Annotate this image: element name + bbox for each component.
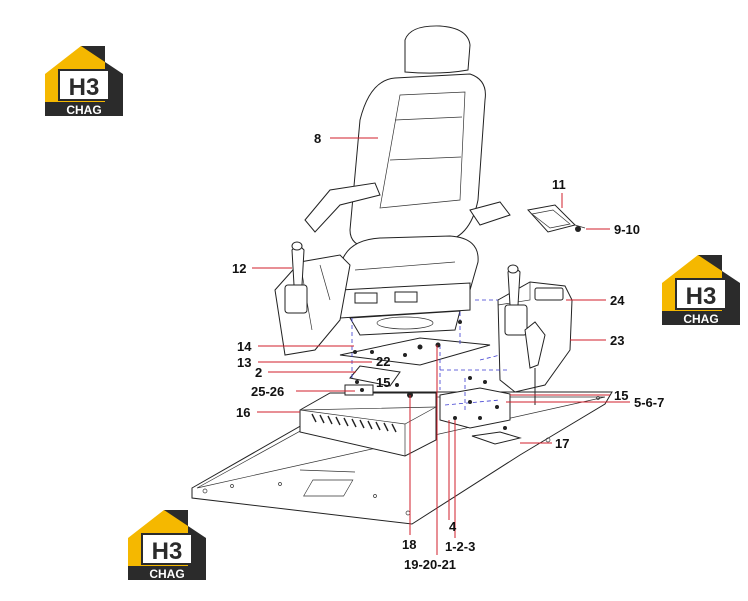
logo-mark: H3 bbox=[686, 283, 717, 310]
logo-right: H3 CHAG bbox=[662, 255, 740, 326]
logo-mark: H3 bbox=[152, 538, 183, 565]
fasteners bbox=[353, 226, 581, 430]
logo-text: CHAG bbox=[683, 312, 718, 326]
part-label-23: 23 bbox=[610, 333, 624, 348]
part-label-14: 14 bbox=[237, 339, 252, 354]
part-label-13: 13 bbox=[237, 355, 251, 370]
part-label-25-26: 25-26 bbox=[251, 384, 284, 399]
mounting-plate bbox=[339, 337, 522, 445]
part-label-11: 11 bbox=[552, 177, 566, 192]
right-control-console bbox=[497, 264, 573, 405]
leader-lines bbox=[252, 137, 630, 555]
part-label-15-left: 15 bbox=[376, 375, 390, 390]
logo-top-left: H3 CHAG bbox=[45, 46, 123, 117]
hidden-lines bbox=[351, 299, 510, 410]
part-label-12: 12 bbox=[232, 261, 246, 276]
part-label-18: 18 bbox=[402, 537, 416, 552]
operator-seat bbox=[304, 25, 511, 336]
logo-bottom-left: H3 CHAG bbox=[128, 510, 206, 581]
part-label-15-right: 15 bbox=[614, 388, 628, 403]
part-label-5-6-7: 5-6-7 bbox=[634, 395, 664, 410]
part-label-17: 17 bbox=[555, 436, 569, 451]
logo-mark: H3 bbox=[69, 74, 100, 101]
left-control-console bbox=[274, 241, 351, 356]
logo-text: CHAG bbox=[149, 567, 184, 581]
part-label-9-10: 9-10 bbox=[614, 222, 640, 237]
part-label-24: 24 bbox=[610, 293, 625, 308]
part-label-8: 8 bbox=[314, 131, 321, 146]
small-bracket-11 bbox=[527, 204, 586, 233]
part-label-1-2-3: 1-2-3 bbox=[445, 539, 475, 554]
logo-text: CHAG bbox=[66, 103, 101, 117]
part-label-22: 22 bbox=[376, 354, 390, 369]
part-label-19-20-21: 19-20-21 bbox=[404, 557, 456, 572]
part-labels: 8 11 9-10 12 24 23 14 13 22 2 15 25-26 1… bbox=[232, 131, 664, 572]
part-label-4: 4 bbox=[449, 519, 457, 534]
part-label-16: 16 bbox=[236, 405, 250, 420]
part-label-2: 2 bbox=[255, 365, 262, 380]
front-panel-16 bbox=[299, 392, 437, 457]
